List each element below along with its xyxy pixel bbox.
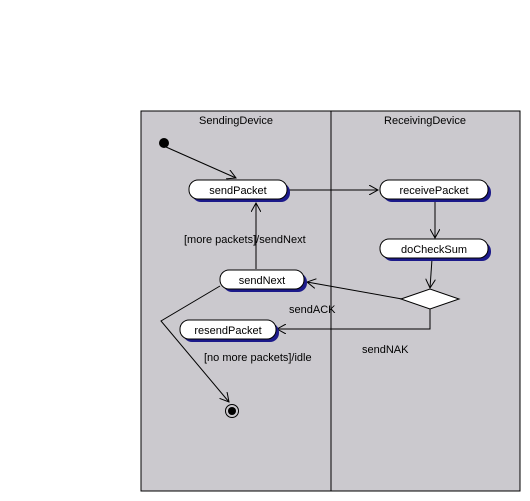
state-do-checksum-label: doCheckSum [401,244,467,256]
state-resend-packet: resendPacket [179,319,279,342]
edge-decision-to-resendpacket [277,308,431,329]
edge-checksum-to-decision [430,258,432,288]
state-send-packet: sendPacket [188,179,290,202]
state-send-next: sendNext [219,269,307,292]
state-resend-packet-label: resendPacket [194,325,261,337]
state-send-packet-label: sendPacket [209,185,266,197]
transition-label-more-packets: [more packets]/sendNext [184,234,306,246]
swimlane-sending-device-area [140,110,332,492]
edge-decision-to-sendnext [307,282,403,300]
transition-label-send-ack: sendACK [289,304,336,316]
state-receive-packet-label: receivePacket [399,185,468,197]
decision-node [399,288,461,310]
swimlane-sending-device-label: SendingDevice [199,115,273,127]
transition-label-send-nak: sendNAK [362,344,409,356]
swimlane-receiving-device-label: ReceivingDevice [384,115,466,127]
transition-label-no-more-packets: [no more packets]/idle [204,352,312,364]
edge-initial-to-sendpacket [165,146,236,178]
state-send-next-label: sendNext [239,275,285,287]
edge-sendnext-to-final [160,285,229,402]
final-node [225,404,239,418]
swimlane-sending-device: SendingDevice [140,110,332,492]
state-receive-packet: receivePacket [379,179,491,202]
state-do-checksum: doCheckSum [379,238,491,261]
initial-node [159,138,169,148]
